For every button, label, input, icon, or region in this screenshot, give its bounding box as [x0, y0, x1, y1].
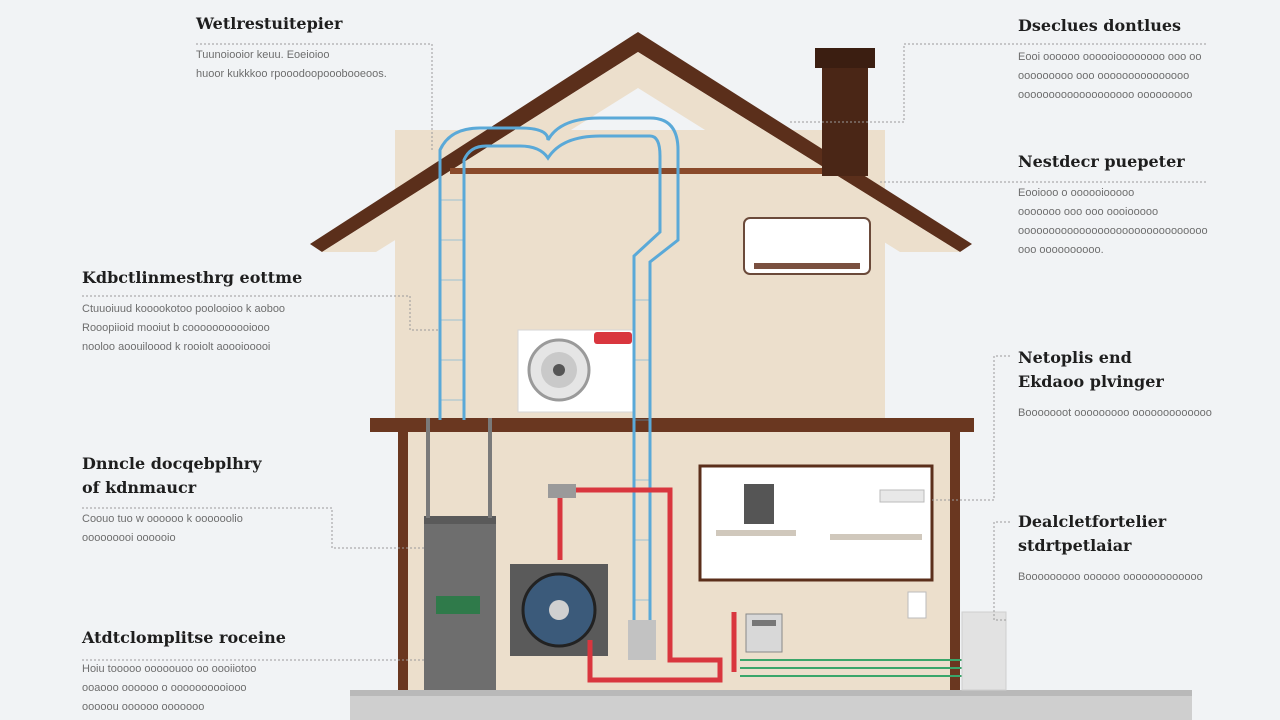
- callout-top-right: Dseclues dontlues Eooi oooooo oooooioooo…: [1018, 14, 1268, 105]
- callout-title: Atdtclomplitse roceine: [82, 628, 286, 647]
- callout-mid-right: Nestdecr puepeter Eooiooo o oooooiooooo …: [1018, 150, 1268, 260]
- furnace-cabinet: [424, 418, 496, 690]
- callout-description: Booooooot ooooooooo ooooooooooooo: [1018, 407, 1212, 419]
- ground-loop-pipes: [740, 659, 970, 677]
- callout-low-left: Dnncle docqebplhry of kdnmaucr Coouo tuo…: [82, 452, 342, 548]
- outdoor-condenser-upper: [517, 329, 635, 413]
- callout-description: Eooi oooooo oooooioooooooo ooo oo oooooo…: [1018, 51, 1202, 101]
- interior-window-view: [698, 464, 934, 582]
- callout-title: Netoplis end Ekdaoo plvinger: [1018, 348, 1164, 391]
- callout-description: Ctuuoiuud kooookotoo poolooioo k aoboo R…: [82, 303, 286, 353]
- chimney: [815, 48, 875, 176]
- callout-title: Wetlrestuitepier: [196, 14, 343, 33]
- callout-title: Nestdecr puepeter: [1018, 152, 1185, 171]
- leader-lines: [82, 43, 1206, 661]
- callout-title: Dealcletfortelier stdrtpetlaiar: [1018, 512, 1167, 555]
- callout-bottom-left: Atdtclomplitse roceine Hoiu tooooo ooooo…: [82, 626, 402, 717]
- callout-title: Kdbctlinmesthrg eottme: [82, 268, 303, 287]
- ductwork: [438, 116, 680, 640]
- refrigerant-lines: [557, 487, 737, 683]
- callout-description: Tuunoiooior keuu. Eoeioioo huoor kukkkoo…: [196, 49, 387, 80]
- floor-beam: [370, 418, 974, 432]
- callout-bottom-right: Dealcletfortelier stdrtpetlaiar Booooooo…: [1018, 510, 1268, 587]
- callout-mid-left: Kdbctlinmesthrg eottme Ctuuoiuud kooooko…: [82, 266, 402, 357]
- thermostat: [745, 613, 783, 653]
- callout-description: Coouo tuo w oooooo k oooooolio ooooooooi…: [82, 513, 243, 544]
- heat-pump-unit: [510, 564, 608, 656]
- callout-description: Hoiu tooooo ooooouoo oo oooiiotoo ooaooo…: [82, 663, 257, 713]
- callout-description: Booooooooo oooooo ooooooooooooo: [1018, 571, 1203, 583]
- callout-description: Eooiooo o oooooiooooo ooooooo ooo ooo oo…: [1018, 187, 1208, 256]
- callout-top-left: Wetlrestuitepier Tuunoiooior keuu. Eoeio…: [196, 12, 436, 84]
- callout-title: Dseclues dontlues: [1018, 16, 1182, 35]
- callout-title: Dnncle docqebplhry of kdnmaucr: [82, 454, 262, 497]
- callout-low-right: Netoplis end Ekdaoo plvinger Booooooot o…: [1018, 346, 1268, 423]
- wall-mounted-indoor-unit: [743, 217, 871, 275]
